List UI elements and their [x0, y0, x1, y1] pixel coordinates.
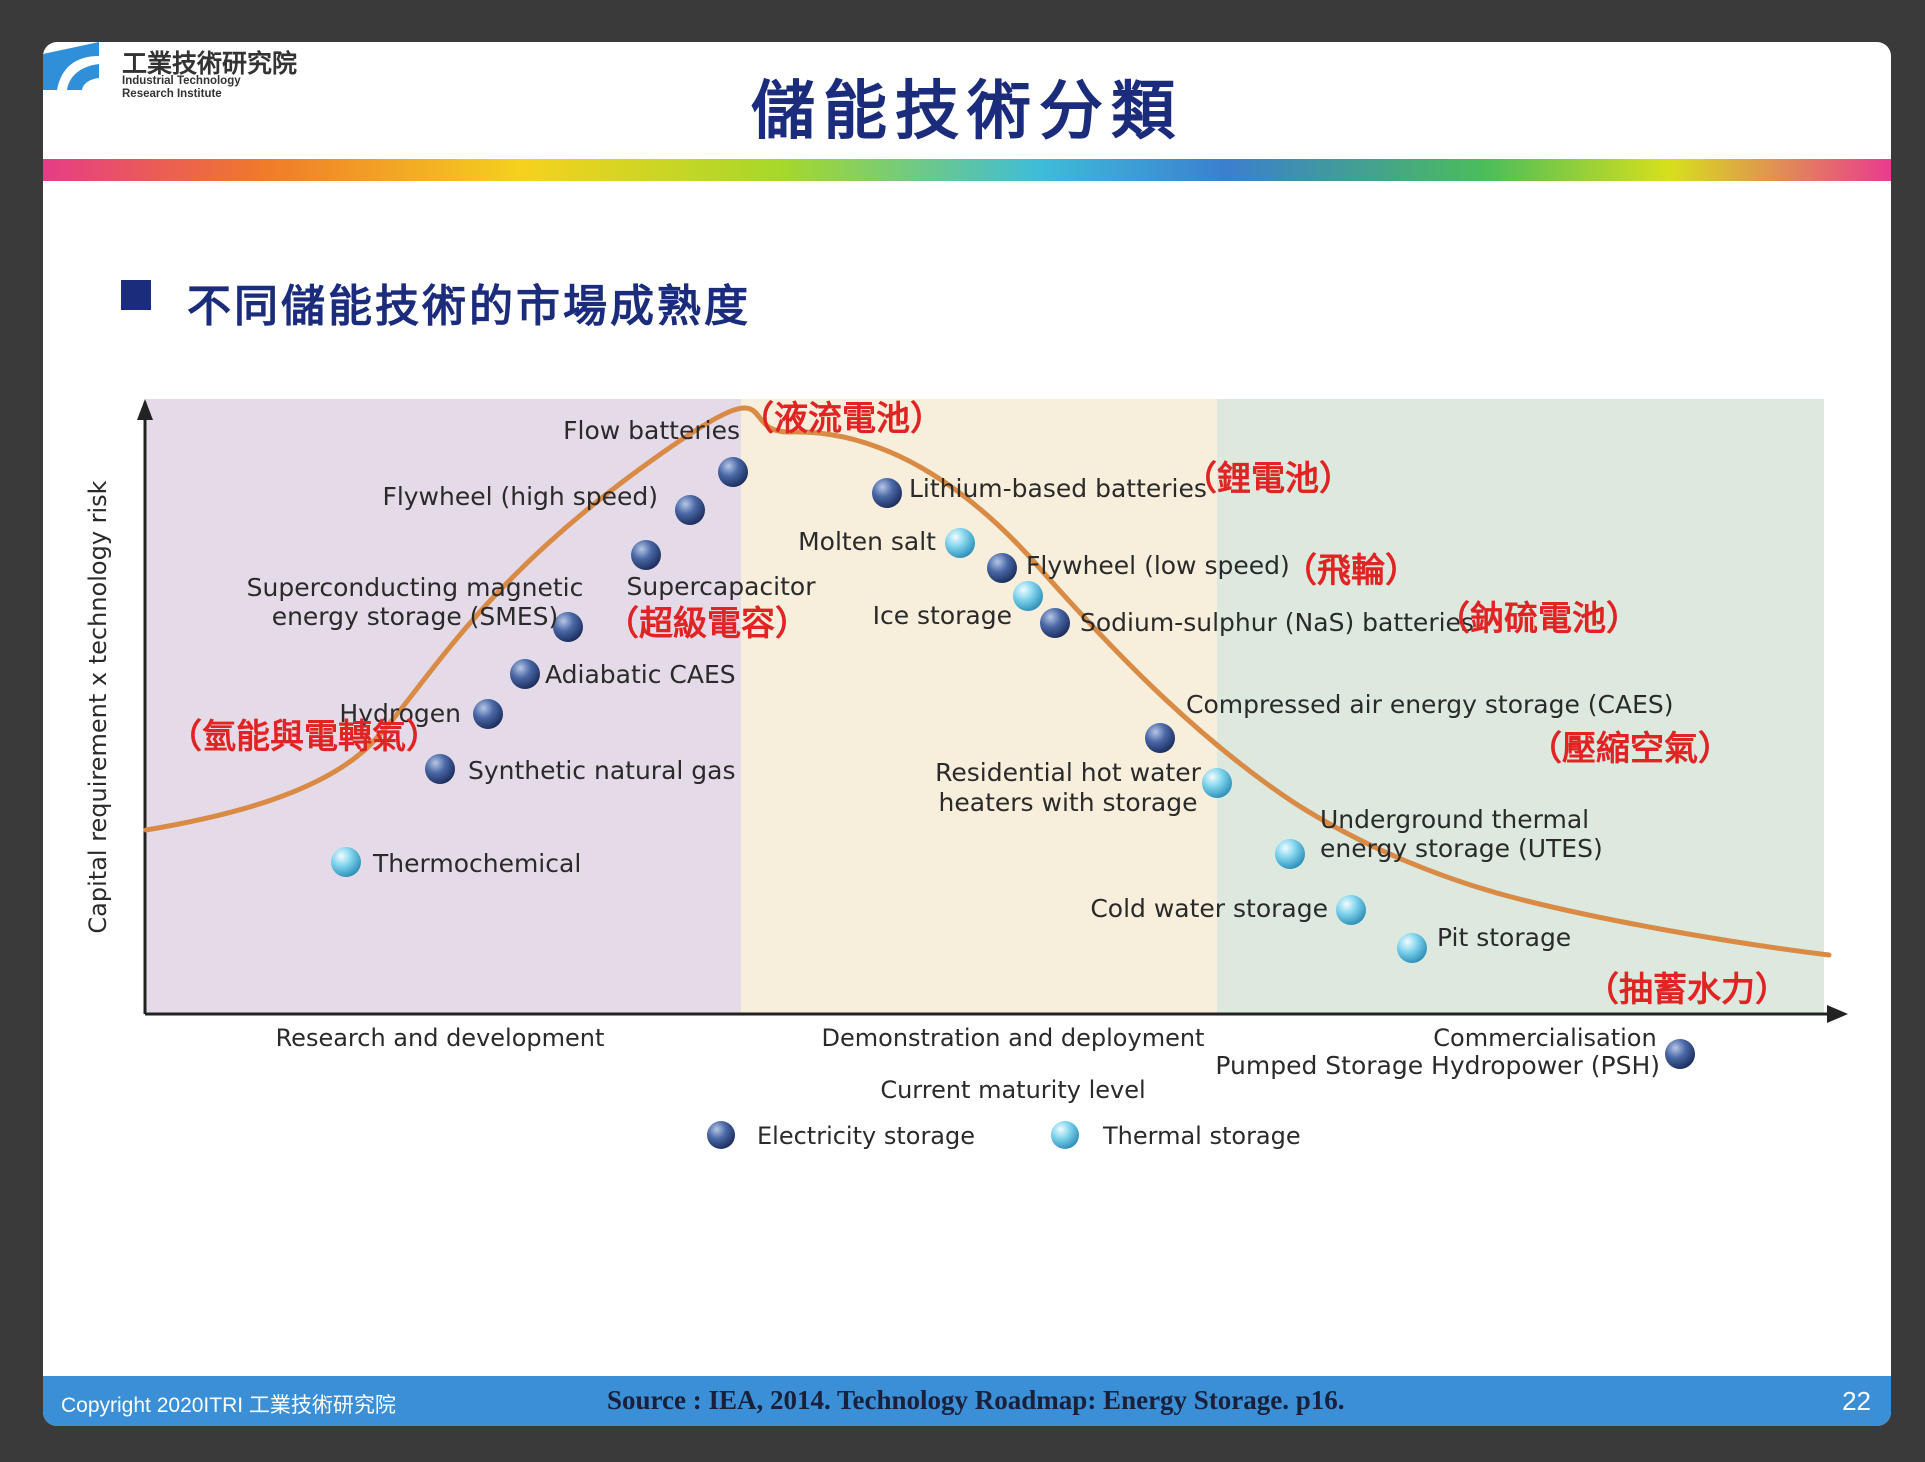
- label-compressed-air-energy-storage-caes: Compressed air energy storage (CAES): [1186, 690, 1674, 719]
- label-flywheel-low-speed: Flywheel (low speed): [1026, 551, 1290, 580]
- label-hydrogen: Hydrogen: [339, 699, 461, 728]
- logo-chinese-name: 工業技術研究院: [122, 49, 298, 78]
- stage-background-research: [145, 399, 741, 1014]
- chinese-note-hydrogen: （氫能與電轉氣）: [168, 717, 440, 757]
- slide: 工業技術研究院 Industrial Technology Research I…: [43, 42, 1891, 1426]
- marker-superconducting-magnetic-energy-storage-smes-icon: [553, 612, 583, 642]
- marker-flow-batteries-icon: [718, 457, 748, 487]
- x-axis-arrow-icon: [1827, 1005, 1848, 1023]
- logo-english-line1: Industrial Technology: [122, 75, 241, 87]
- legend: Electricity storage Thermal storage: [707, 1121, 1301, 1150]
- marker-ice-storage-icon: [1013, 581, 1043, 611]
- chinese-note-lithium-based-batteries: （鋰電池）: [1183, 459, 1353, 499]
- marker-hydrogen-icon: [473, 699, 503, 729]
- label-flow-batteries: Flow batteries: [563, 416, 740, 445]
- stage-background-commercialisation: [1217, 399, 1824, 1014]
- label-ice-storage: Ice storage: [873, 601, 1012, 630]
- label-pumped-storage-hydropower-psh: Pumped Storage Hydropower (PSH): [1215, 1051, 1660, 1080]
- footer-copyright: Copyright 2020ITRI 工業技術研究院: [61, 1394, 396, 1417]
- marker-pit-storage-icon: [1397, 933, 1427, 963]
- footer-bar: Copyright 2020ITRI 工業技術研究院 Source : IEA,…: [43, 1376, 1891, 1426]
- label-supercapacitor: Supercapacitor: [626, 572, 816, 601]
- itri-logo-icon: [43, 42, 99, 90]
- label-thermochemical: Thermochemical: [372, 849, 581, 878]
- chinese-note-pumped-storage-hydropower-psh: （抽蓄水力）: [1585, 970, 1789, 1010]
- label-molten-salt: Molten salt: [798, 527, 936, 556]
- stage-label-demonstration: Demonstration and deployment: [822, 1024, 1205, 1052]
- logo-english-line2: Research Institute: [122, 88, 222, 100]
- y-axis-arrow-icon: [137, 399, 153, 420]
- stage-label-commercialisation: Commercialisation: [1433, 1024, 1656, 1052]
- legend-thermal-marker-icon: [1051, 1121, 1079, 1149]
- label-pit-storage: Pit storage: [1437, 923, 1571, 952]
- marker-underground-thermal-energy-storage-utes-icon: [1275, 839, 1305, 869]
- legend-electricity-label: Electricity storage: [757, 1122, 975, 1150]
- slide-title: 儲能技術分類: [751, 74, 1183, 149]
- marker-molten-salt-icon: [945, 528, 975, 558]
- label-flywheel-high-speed: Flywheel (high speed): [382, 482, 658, 511]
- marker-supercapacitor-icon: [631, 540, 661, 570]
- marker-thermochemical-icon: [331, 847, 361, 877]
- marker-flywheel-high-speed-icon: [675, 495, 705, 525]
- marker-synthetic-natural-gas-icon: [425, 754, 455, 784]
- chinese-note-sodium-sulphur-nas-batteries: （鈉硫電池）: [1436, 599, 1640, 639]
- stage-label-research: Research and development: [276, 1024, 605, 1052]
- bullet-square-icon: [121, 280, 151, 310]
- chinese-note-compressed-air-energy-storage-caes: （壓縮空氣）: [1528, 729, 1732, 769]
- legend-thermal-label: Thermal storage: [1102, 1122, 1301, 1150]
- marker-residential-hot-water-heaters-with-storage-icon: [1202, 768, 1232, 798]
- stage-background-demonstration: [741, 399, 1217, 1014]
- marker-lithium-based-batteries-icon: [872, 478, 902, 508]
- rainbow-divider: [43, 159, 1891, 181]
- y-axis-title: Capital requirement x technology risk: [84, 480, 112, 933]
- footer-source: Source : IEA, 2014. Technology Roadmap: …: [607, 1385, 1345, 1415]
- maturity-curve: [143, 405, 1832, 958]
- marker-compressed-air-energy-storage-caes-icon: [1145, 723, 1175, 753]
- x-axis-title: Current maturity level: [880, 1076, 1145, 1104]
- label-lithium-based-batteries: Lithium-based batteries: [909, 474, 1207, 503]
- marker-cold-water-storage-icon: [1336, 895, 1366, 925]
- legend-electricity-marker-icon: [707, 1121, 735, 1149]
- chinese-note-flow-batteries: （液流電池）: [740, 399, 944, 439]
- chinese-note-flywheel-low-speed: （飛輪）: [1283, 551, 1419, 591]
- maturity-diagram: Thermochemical Synthetic natural gasHydro…: [84, 399, 1848, 1150]
- page-number: 22: [1842, 1386, 1871, 1416]
- itri-logo: 工業技術研究院 Industrial Technology Research I…: [43, 42, 363, 112]
- marker-pumped-storage-hydropower-psh-icon: [1665, 1039, 1695, 1069]
- label-adiabatic-caes: Adiabatic CAES: [545, 660, 736, 689]
- marker-sodium-sulphur-nas-batteries-icon: [1040, 608, 1070, 638]
- marker-adiabatic-caes-icon: [510, 659, 540, 689]
- subheading-text: 不同儲能技術的市場成熟度: [187, 281, 751, 332]
- label-synthetic-natural-gas: Synthetic natural gas: [468, 756, 736, 785]
- label-cold-water-storage: Cold water storage: [1090, 894, 1328, 923]
- marker-flywheel-low-speed-icon: [987, 553, 1017, 583]
- label-sodium-sulphur-nas-batteries: Sodium-sulphur (NaS) batteries: [1080, 608, 1474, 637]
- chinese-note-supercapacitor: （超級電容）: [605, 604, 809, 644]
